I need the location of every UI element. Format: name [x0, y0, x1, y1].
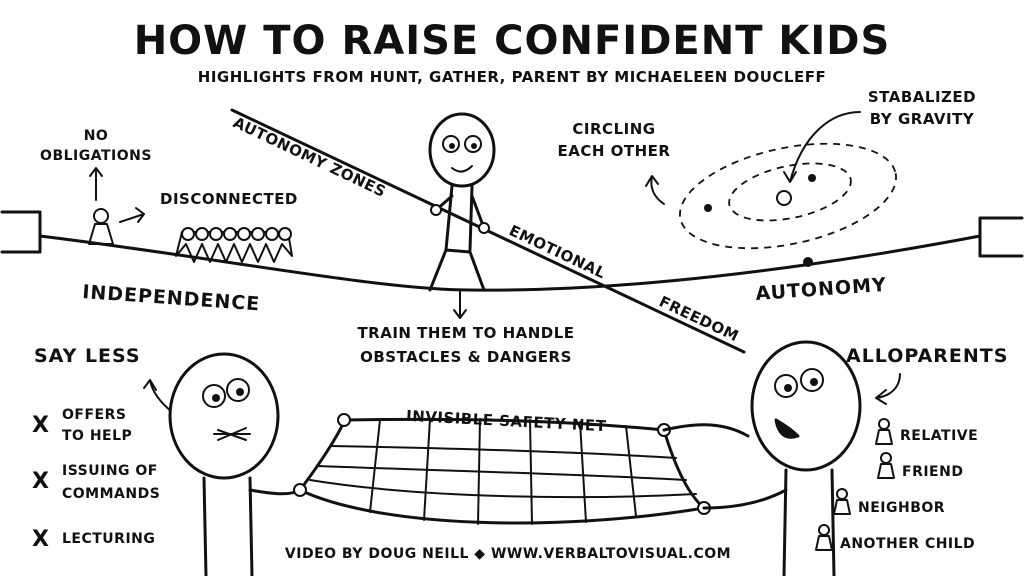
say-less-item-lecturing: X LECTURING: [32, 527, 155, 552]
alloparent-label: RELATIVE: [900, 428, 978, 444]
no-obligations-line2: OBLIGATIONS: [40, 148, 152, 164]
lone-child-figure: [88, 208, 114, 245]
gravity-arrow: [783, 111, 861, 183]
up-arrow: [89, 167, 103, 201]
alloparents-heading: ALLOPARENTS: [846, 345, 1008, 367]
alloparent-item-friend: FRIEND: [877, 452, 963, 480]
item-text-line2: COMMANDS: [62, 486, 160, 502]
say-less-heading: SAY LESS: [34, 345, 141, 367]
circling-label-line1: CIRCLING: [572, 120, 655, 138]
left-platform: [0, 210, 42, 254]
pole-label-freedom: FREEDOM: [656, 292, 741, 345]
autonomy-label: AUTONOMY: [755, 274, 888, 305]
circling-arrow: [645, 175, 665, 205]
safety-net: [293, 413, 711, 525]
down-arrow: [453, 291, 467, 319]
safety-net-label: INVISIBLE SAFETY NET: [406, 407, 607, 435]
say-less-item-offers: X OFFERS TO HELP: [32, 407, 132, 444]
gravity-label-line1: STABALIZED: [868, 88, 976, 106]
train-label-line2: OBSTACLES & DANGERS: [360, 348, 572, 366]
independence-label: INDEPENDENCE: [82, 281, 261, 315]
item-text-line1: LECTURING: [62, 531, 155, 547]
alloparents-arrow: [875, 373, 901, 405]
circling-label-line2: EACH OTHER: [558, 142, 671, 160]
orbit-diagram: [679, 142, 897, 250]
say-less-arrow: [143, 379, 173, 413]
person-icon: [875, 418, 893, 445]
gravity-label-line2: BY GRAVITY: [870, 110, 975, 128]
alloparent-label: NEIGHBOR: [858, 500, 945, 516]
pole-label-emotional: EMOTIONAL: [506, 221, 608, 282]
autonomy-point: [803, 257, 813, 267]
person-icon: [833, 488, 851, 515]
item-text-line1: OFFERS: [62, 407, 126, 423]
disconnected-label: DISCONNECTED: [160, 190, 298, 208]
right-parent-figure: [662, 340, 862, 576]
right-arrow: [119, 207, 145, 223]
left-parent-figure: [168, 352, 302, 576]
item-text-line1: ISSUING OF: [62, 463, 158, 479]
person-icon: [815, 524, 833, 551]
item-text-line2: TO HELP: [62, 428, 132, 444]
crowd-figure: [175, 227, 293, 263]
x-mark: X: [32, 413, 49, 438]
credit-line: VIDEO BY DOUG NEILL ◆ WWW.VERBALTOVISUAL…: [285, 546, 731, 562]
x-mark: X: [32, 469, 49, 494]
train-label-line1: TRAIN THEM TO HANDLE: [357, 324, 574, 342]
pole-label-autonomy-zones: AUTONOMY ZONES: [230, 113, 389, 201]
x-mark: X: [32, 527, 49, 552]
no-obligations-line1: NO: [84, 128, 109, 144]
alloparent-item-neighbor: NEIGHBOR: [833, 488, 945, 516]
page-title: HOW TO RAISE CONFIDENT KIDS: [134, 18, 891, 64]
alloparent-label: FRIEND: [902, 464, 963, 480]
tightrope-walker: [428, 112, 496, 292]
alloparent-label: ANOTHER CHILD: [840, 536, 975, 552]
right-platform: [978, 216, 1024, 258]
say-less-item-commands: X ISSUING OF COMMANDS: [32, 463, 160, 502]
alloparent-item-another-child: ANOTHER CHILD: [815, 524, 975, 552]
page-subtitle: HIGHLIGHTS FROM HUNT, GATHER, PARENT BY …: [198, 68, 826, 86]
person-icon: [877, 452, 895, 479]
alloparent-item-relative: RELATIVE: [875, 418, 978, 445]
